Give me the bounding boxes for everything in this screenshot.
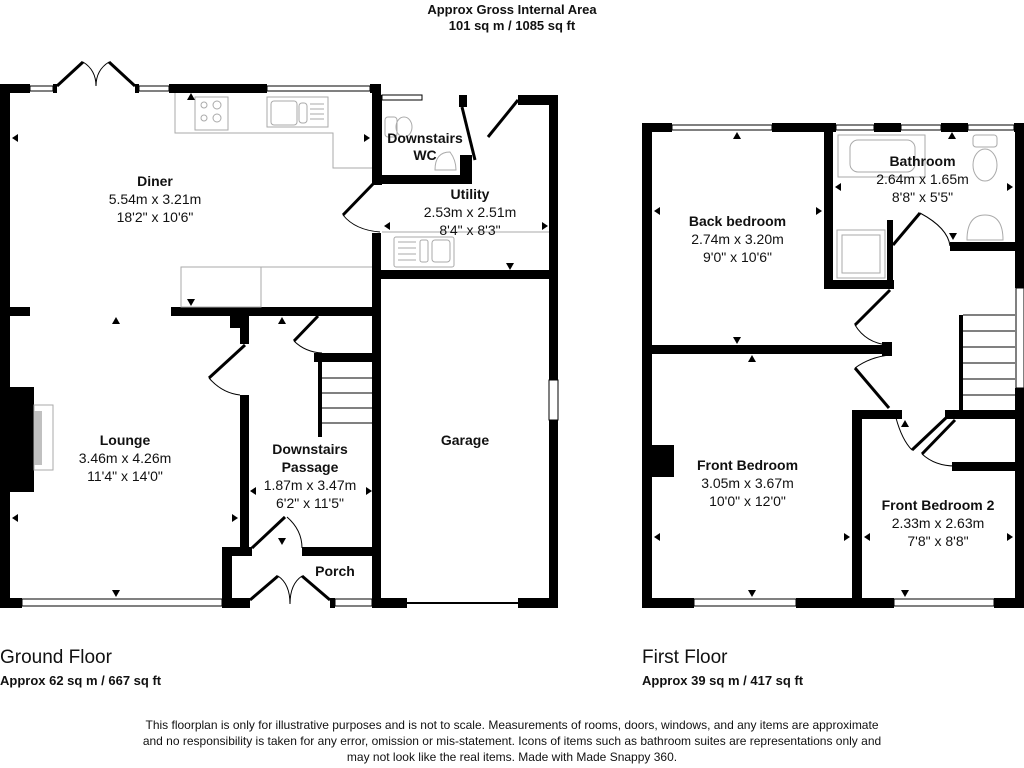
room-name-line2: Passage [281,459,339,475]
room-name: Front Bedroom 2 [881,497,995,513]
room-utility: Utility 2.53m x 2.51m 8'4" x 8'3" [400,185,540,239]
wall [0,84,10,608]
ground-floor-area: Approx 62 sq m / 667 sq ft [0,673,162,688]
ground-floor-caption: Ground Floor Approx 62 sq m / 667 sq ft [0,647,161,689]
room-downstairs-wc: Downstairs WC [380,130,470,164]
first-floor-area: Approx 39 sq m / 417 sq ft [642,673,804,688]
first-floor-plan [642,123,1024,608]
room-imperial: 7'8" x 8'8" [907,533,969,549]
gross-area-title: Approx Gross Internal Area [427,2,597,17]
disclaimer-line-3: may not look like the real items. Made w… [346,750,678,764]
room-imperial: 8'8" x 5'5" [891,189,954,205]
ground-floor-title: Ground Floor [0,647,112,668]
room-front-bedroom: Front Bedroom 3.05m x 3.67m 10'0" x 12'0… [680,456,815,510]
toilet-icon [384,116,457,171]
bath-icon [837,134,926,178]
room-imperial: 9'0" x 10'6" [703,249,772,265]
room-downstairs-passage: Downstairs Passage 1.87m x 3.47m 6'2" x … [248,440,372,512]
kitchen-worktop [174,93,372,308]
window [29,85,371,92]
room-front-bedroom-2: Front Bedroom 2 2.33m x 2.63m 7'8" x 8'8… [868,496,1008,550]
room-name: Downstairs [387,130,463,146]
room-name: Diner [137,173,173,189]
floorplan-drawing [0,60,1024,608]
gross-area-header: Approx Gross Internal Area 101 sq m / 10… [0,2,1024,34]
room-name: Bathroom [889,153,956,169]
toilet-icon [966,134,1004,241]
room-metric: 3.46m x 4.26m [78,450,172,466]
room-bathroom: Bathroom 2.64m x 1.65m 8'8" x 5'5" [860,152,985,206]
sink-icon [270,100,324,126]
dimension-arrows [12,93,548,597]
hob-icon [200,100,222,123]
room-metric: 2.33m x 2.63m [891,515,985,531]
room-metric: 2.64m x 1.65m [876,171,969,187]
room-imperial: 8'4" x 8'3" [439,222,501,238]
disclaimer-line-1: This floorplan is only for illustrative … [145,718,879,732]
room-metric: 2.74m x 3.20m [691,231,784,247]
gross-area-value: 101 sq m / 1085 sq ft [448,18,576,33]
french-door [55,60,137,88]
disclaimer-line-2: and no responsibility is taken for any e… [142,734,882,748]
room-imperial: 10'0" x 12'0" [709,493,786,509]
room-porch: Porch [305,562,365,580]
first-floor-caption: First Floor Approx 39 sq m / 417 sq ft [642,647,803,689]
room-imperial: 18'2" x 10'6" [116,209,194,225]
room-metric: 1.87m x 3.47m [263,477,357,493]
room-name: Lounge [99,432,151,448]
room-metric: 3.05m x 3.67m [701,475,794,491]
room-diner: Diner 5.54m x 3.21m 18'2" x 10'6" [90,172,220,226]
dimension-arrows [654,132,1013,597]
disclaimer: This floorplan is only for illustrative … [110,717,914,765]
room-imperial: 6'2" x 11'5" [276,495,344,511]
room-name: Garage [440,432,490,448]
room-name: Utility [450,186,490,202]
shower-icon [836,229,886,279]
room-name-line2: WC [413,147,437,163]
first-floor-title: First Floor [642,647,728,668]
room-name: Front Bedroom [696,457,799,473]
room-name: Back bedroom [688,213,787,229]
ground-floor-plan [0,60,559,608]
room-name: Porch [315,563,355,579]
room-garage: Garage [420,431,510,449]
room-lounge: Lounge 3.46m x 4.26m 11'4" x 14'0" [60,431,190,485]
chimney-breast [10,387,34,492]
room-metric: 2.53m x 2.51m [423,204,517,220]
room-metric: 5.54m x 3.21m [108,191,202,207]
utility-sink-icon [393,236,455,268]
room-imperial: 11'4" x 14'0" [87,468,163,484]
room-back-bedroom: Back bedroom 2.74m x 3.20m 9'0" x 10'6" [670,212,805,266]
room-name: Downstairs [272,441,348,457]
